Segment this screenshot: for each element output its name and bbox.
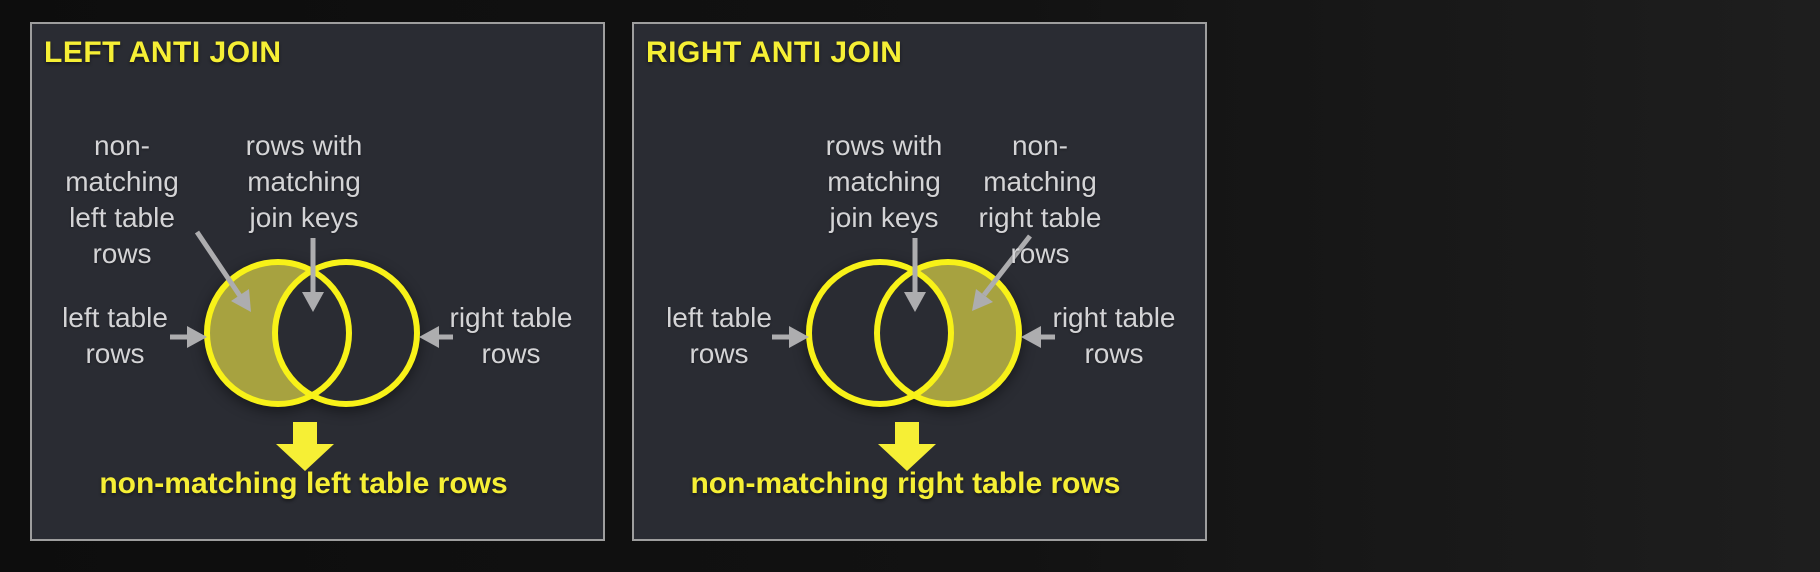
label-non-matching-right: non- matching right table rows (978, 130, 1102, 269)
result-caption: non-matching right table rows (690, 467, 1121, 500)
venn-diagram (170, 230, 453, 471)
result-arrow-icon (276, 422, 334, 471)
arrow-to-crescent (194, 230, 251, 312)
right-table-arrow (419, 326, 453, 348)
arrow-to-crescent (972, 234, 1032, 311)
venn-diagram (772, 234, 1055, 471)
panel-left-anti-join: LEFT ANTI JOIN non- matching left table … (30, 22, 605, 541)
page-title: LEFT ANTI JOIN (44, 36, 282, 69)
arrow-to-intersection (302, 238, 324, 312)
label-non-matching-left: non- matching left table rows (65, 130, 179, 269)
right-circle (874, 259, 1022, 407)
right-table-arrow (1021, 326, 1055, 348)
left-table-arrow (772, 326, 809, 348)
label-right-table-rows: right table rows (1052, 302, 1176, 369)
left-circle (806, 259, 954, 407)
right-circle (272, 259, 420, 407)
left-circle (204, 259, 352, 407)
label-left-table-rows: left table rows (62, 302, 168, 369)
label-right-table-rows: right table rows (449, 302, 573, 369)
arrow-to-intersection (904, 238, 926, 312)
label-matching-join-keys: rows with matching join keys (245, 130, 363, 233)
page-title: RIGHT ANTI JOIN (646, 36, 903, 69)
result-caption: non-matching left table rows (99, 467, 508, 500)
result-arrow-icon (878, 422, 936, 471)
label-left-table-rows: left table rows (666, 302, 772, 369)
left-table-arrow (170, 326, 207, 348)
panel-right-anti-join: RIGHT ANTI JOIN rows with matching join … (632, 22, 1207, 541)
label-matching-join-keys: rows with matching join keys (825, 130, 943, 233)
